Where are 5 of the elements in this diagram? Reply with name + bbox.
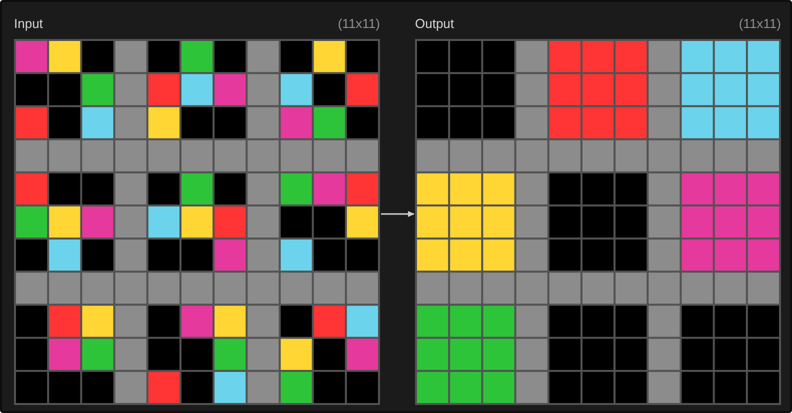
- panel-title: Output: [415, 17, 454, 30]
- panel-title: Input: [14, 17, 43, 30]
- grid-size: (11x11): [338, 17, 380, 30]
- arrow: [381, 211, 414, 217]
- grid-size: (11x11): [738, 17, 781, 30]
